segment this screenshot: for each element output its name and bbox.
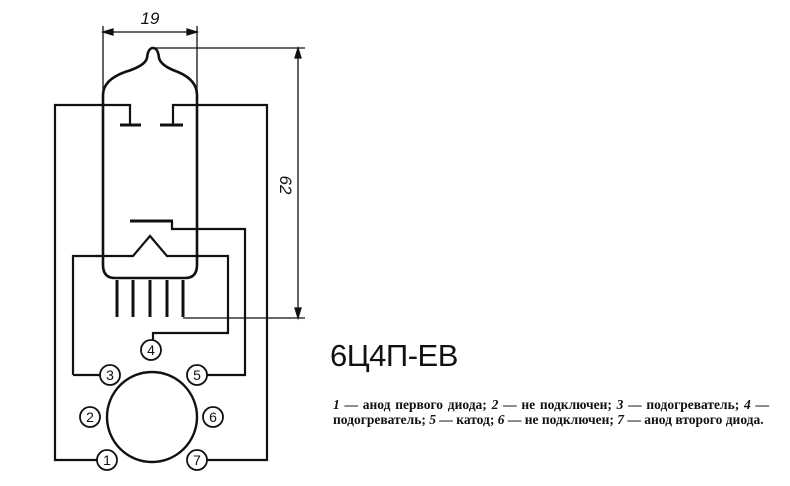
pin-circles: 1 2 3 4 5 6 7 <box>79 339 224 471</box>
legend-text: — подогреватель; <box>333 397 770 427</box>
svg-text:2: 2 <box>86 409 94 425</box>
legend-text: — катод; <box>436 412 498 427</box>
anode-left <box>53 103 141 462</box>
height-dimension: 62 <box>153 45 305 321</box>
height-label: 62 <box>276 176 295 195</box>
tube-title: 6Ц4П-ЕВ <box>330 338 458 373</box>
cathode <box>130 219 247 377</box>
pin-1: 1 <box>96 449 118 471</box>
pin-2: 2 <box>79 406 101 428</box>
pin-5: 5 <box>186 364 208 386</box>
legend-num: 1 <box>333 397 340 412</box>
svg-text:4: 4 <box>147 342 155 358</box>
width-dimension: 19 <box>100 9 200 90</box>
width-label: 19 <box>141 9 160 28</box>
pin-7: 7 <box>186 449 208 471</box>
legend-num: 4 <box>744 397 751 412</box>
svg-text:5: 5 <box>193 367 201 383</box>
legend-text: — анод первого диода; <box>339 397 492 412</box>
legend-text: — не подключен; <box>504 412 618 427</box>
svg-text:1: 1 <box>103 452 111 468</box>
legend-num: 3 <box>616 397 624 412</box>
heater <box>71 234 230 377</box>
pin-4: 4 <box>140 339 162 361</box>
pin-3: 3 <box>99 364 121 386</box>
svg-text:3: 3 <box>106 367 114 383</box>
legend-text: — подогреватель; <box>623 397 744 412</box>
pinout-legend: 1 — анод первого диода; 2 — не подключен… <box>333 397 769 427</box>
socket-base <box>105 370 199 464</box>
legend-num: 6 <box>497 412 505 427</box>
legend-num: 2 <box>491 397 499 412</box>
tube-pins <box>115 280 185 317</box>
legend-text: — анод второго диода. <box>624 412 764 427</box>
tube-bulb <box>101 46 199 280</box>
legend-num: 5 <box>429 412 436 427</box>
anode-right <box>160 103 269 462</box>
svg-text:7: 7 <box>193 452 201 468</box>
pin-6: 6 <box>202 406 224 428</box>
svg-text:6: 6 <box>209 409 217 425</box>
legend-num: 7 <box>617 412 625 427</box>
legend-text: — не подключен; <box>498 397 617 412</box>
